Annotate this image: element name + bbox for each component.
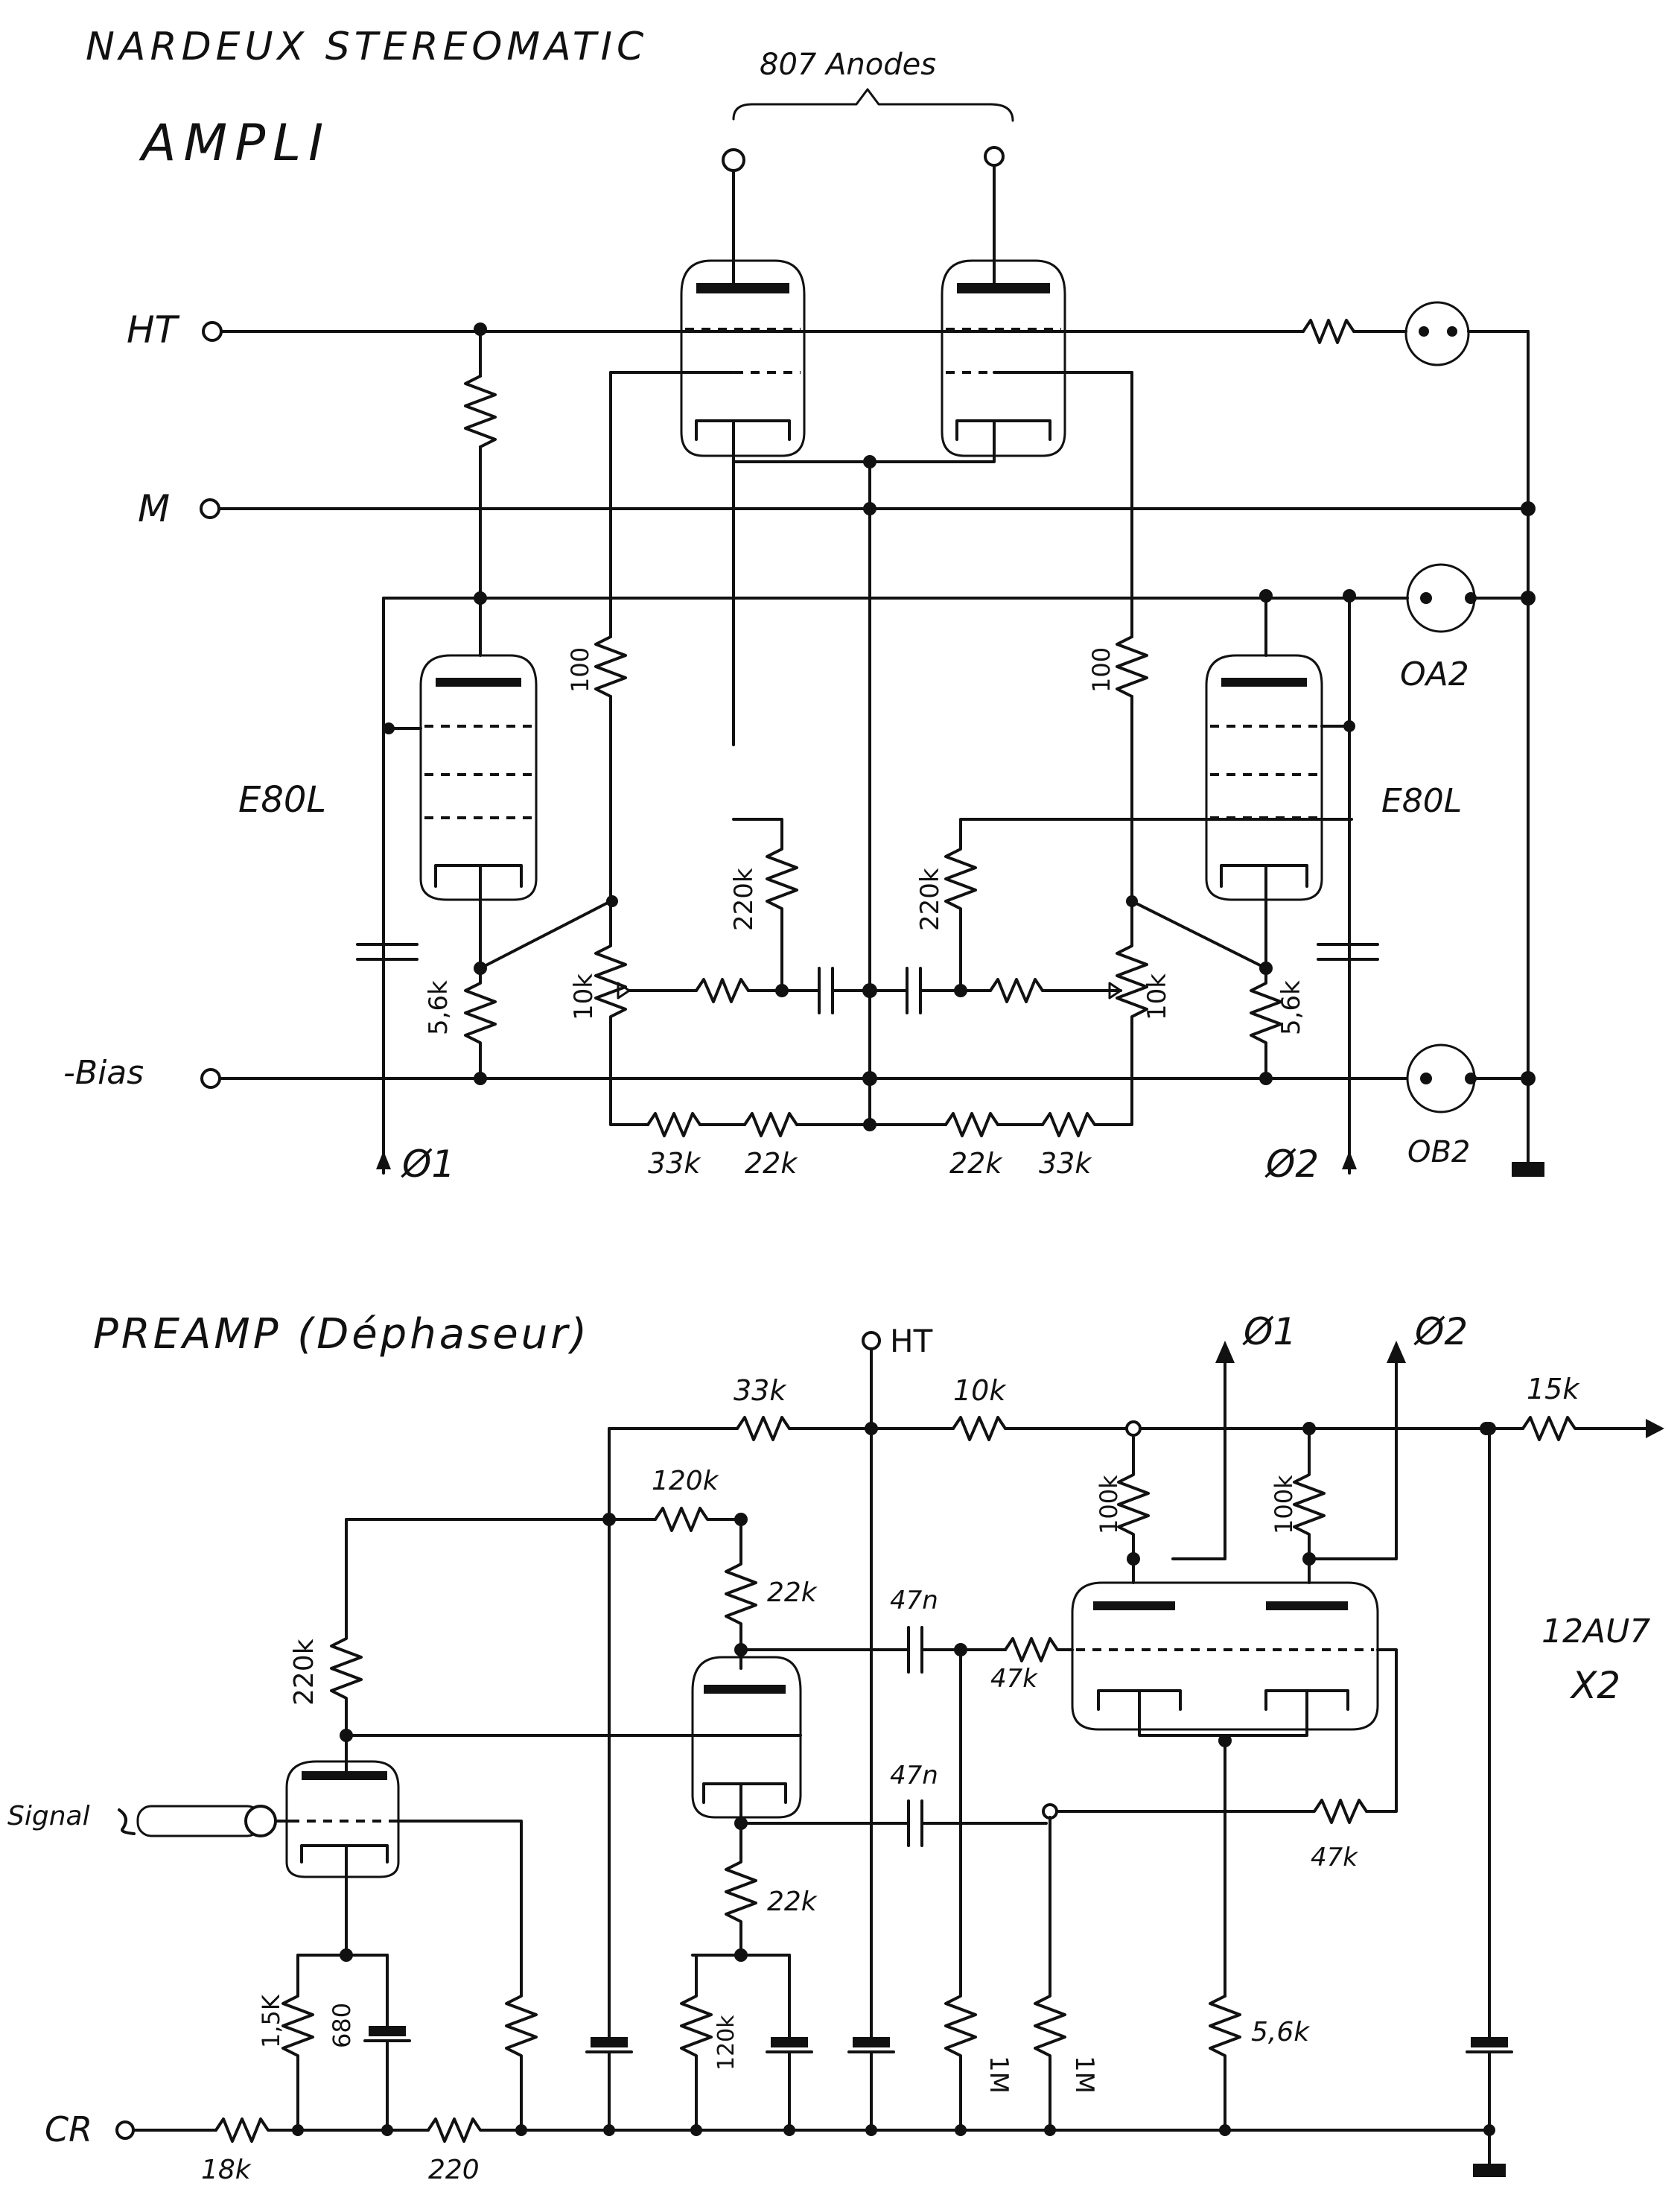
reg-oa2-label: OA2 [1400,655,1469,693]
signal-coax [136,1805,262,1837]
r-47k-bottom-label: 47k [1311,1843,1358,1872]
tube-note-1: 12AU7 [1541,1613,1650,1650]
tube-e80l-right [1205,654,1323,901]
r-22k-bottom-label: 22k [767,1887,818,1917]
ground-symbol-preamp [1473,2164,1506,2177]
r-15k-label: 15k [1527,1373,1580,1405]
tube-preamp-input [285,1760,400,1878]
tube-807-right [941,259,1066,457]
preamp-section: PREAMP (Déphaseur) HT 33k 10k 15k Ø1 Ø2 … [7,1310,1664,2185]
r-100k-right-label: 100k [1270,1475,1298,1534]
r-120k-cathode-label: 120k [713,2015,739,2071]
preamp-ht-pin [862,1331,881,1350]
tube-note-2: X2 [1569,1664,1620,1707]
tube-12au7 [1071,1581,1379,1731]
title-line1: NARDEUX STEREOMATIC [86,25,648,69]
r-220k-label: 220k [289,1639,319,1706]
out-phase1-label: Ø1 [1242,1310,1296,1353]
r-100k-left-label: 100k [1095,1475,1123,1534]
tube-807-left [680,259,806,457]
r-bottom-3-label: 22k [949,1147,1003,1180]
out-phase2-label: Ø2 [1413,1310,1468,1353]
anode-pin-right [984,146,1005,167]
r-10k-left-label: 10k [569,973,599,1020]
r-22k-top-label: 22k [767,1577,818,1608]
phase-right-label: Ø2 [1264,1143,1319,1186]
r-56k-tail-label: 5,6k [1251,2017,1311,2047]
rail-ht-pin [202,321,223,342]
r-10k-right-label: 10k [1142,973,1172,1020]
r-bottom-4-label: 33k [1039,1147,1092,1180]
r-220k-left-label: 220k [729,868,759,931]
rail-bias-pin [200,1068,221,1089]
preamp-ht-label: HT [890,1323,933,1359]
tube-left-label: E80L [238,779,326,821]
reg-ob2-label: OB2 [1407,1135,1470,1169]
ht-dropper-resistor [1302,319,1355,344]
tube-right-label: E80L [1381,782,1462,820]
rail-bias-label: -Bias [63,1054,144,1092]
rail-ht-label: HT [127,308,180,352]
amp-section: 807 Anodes HT [63,48,1544,1186]
r-100-right-label: 100 [1087,647,1116,693]
signal-label: Signal [7,1801,90,1831]
reg-tube-ob2 [1406,1043,1476,1113]
r-15k-cathode-label: 1,5K [257,1994,285,2048]
r-18k-label: 18k [201,2155,252,2185]
r-120k-label: 120k [652,1466,720,1496]
r-47k-top-label: 47k [990,1664,1038,1694]
r-56k-left-label: 5,6k [424,980,454,1035]
rail-m-label: M [138,487,170,530]
preamp-title: PREAMP (Déphaseur) [93,1310,590,1359]
r-10k-label: 10k [953,1374,1007,1407]
anodes-label: 807 Anodes [760,48,936,82]
reg-tube-oa2 [1406,563,1476,633]
rail-m-pin [200,498,220,519]
cr-pin [115,2120,135,2140]
r-1m-a-label: 1M [984,2056,1014,2094]
c-47n-bottom-label: 47n [890,1761,938,1791]
ground-symbol-amp [1512,1162,1544,1177]
tube-preamp-mid [691,1656,802,1819]
reg-tube-ht [1404,301,1470,366]
r-1m-b-label: 1M [1069,2056,1099,2094]
tube-e80l-left [419,654,538,901]
anode-pin-left [722,148,745,172]
r-56k-right-label: 5,6k [1276,980,1306,1035]
r-220-label: 220 [428,2155,480,2185]
title-line2: AMPLI [139,114,331,173]
r-bottom-1-label: 33k [648,1147,701,1180]
c-47n-top-label: 47n [890,1586,938,1615]
anodes-brace [732,88,1014,122]
phase-left-label: Ø1 [401,1143,455,1186]
r-100-left-label: 100 [566,647,594,693]
cr-label: CR [45,2109,92,2150]
r-220k-right-label: 220k [915,868,945,931]
c-680-label: 680 [328,2003,356,2048]
r-33k-label: 33k [734,1374,787,1407]
r-bottom-2-label: 22k [745,1147,798,1180]
